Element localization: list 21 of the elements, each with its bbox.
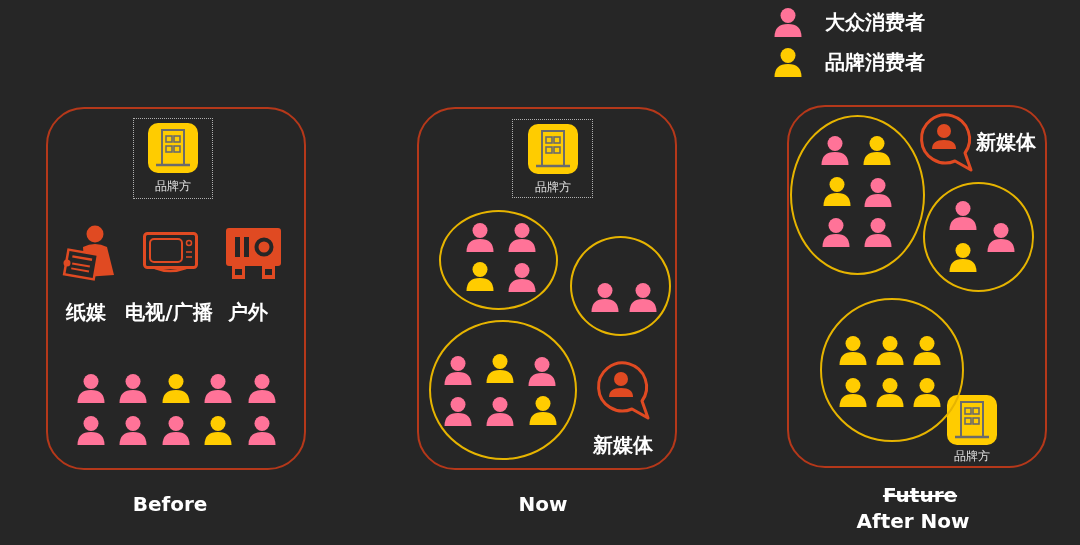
icon-caption: 品牌方	[954, 448, 990, 464]
group-ellipse	[790, 115, 925, 275]
panel-caption: Now	[518, 492, 568, 516]
brand-card	[133, 118, 213, 199]
group-ellipse	[439, 210, 558, 310]
group-ellipse	[820, 298, 964, 442]
media-label: 户外	[228, 300, 268, 324]
legend-label: 大众消费者	[825, 10, 925, 34]
group-ellipse	[429, 320, 577, 460]
card-label: 品牌方	[534, 180, 571, 195]
group-ellipse	[570, 236, 671, 336]
media-label: 新媒体	[976, 130, 1036, 154]
legend-label: 品牌消费者	[825, 50, 925, 74]
group-ellipse	[923, 182, 1034, 292]
media-label: 纸媒	[66, 300, 106, 324]
media-label: 电视/广播	[125, 300, 213, 324]
brand-card	[512, 119, 593, 198]
panel-caption: Before	[132, 492, 208, 516]
panel-caption: After Now	[856, 509, 970, 533]
panel-caption: Future	[882, 483, 958, 507]
card-label: 品牌方	[155, 179, 191, 194]
